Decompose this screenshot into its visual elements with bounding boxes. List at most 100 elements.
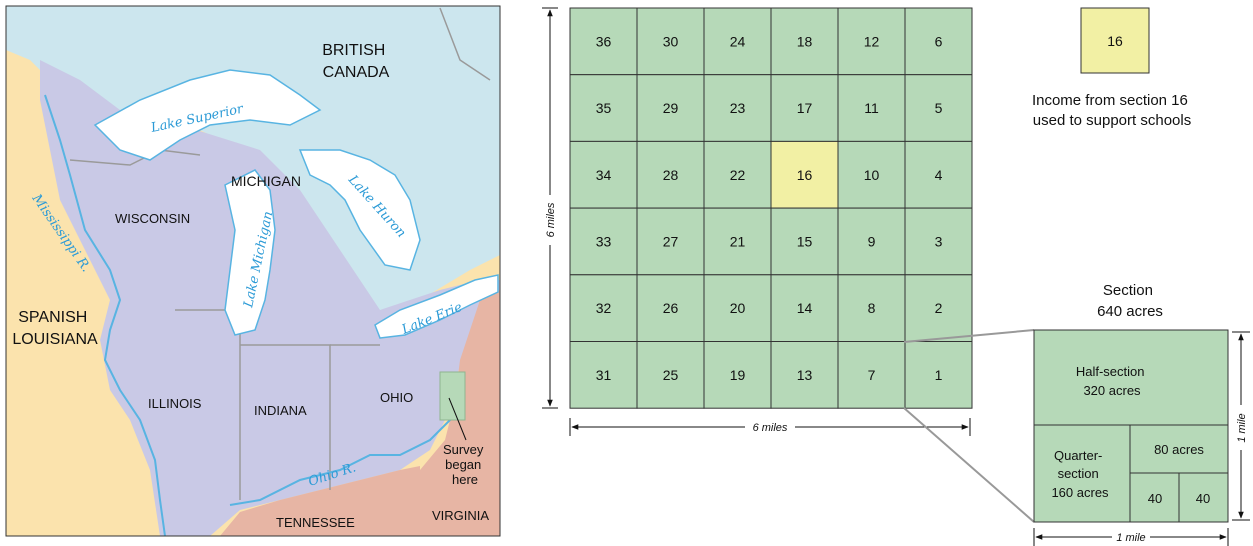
lake-huron [298,149,421,271]
section-cell-8 [837,274,906,342]
map-panel: BRITISH CANADA Lake Superior MICHIGAN La… [5,5,501,537]
legend-swatch [1080,7,1150,74]
section-detail: Section 640 acres Half-section 320 acres… [903,282,1250,546]
illinois-label: ILLINOIS [148,396,202,411]
legend-swatch-label: 16 [1107,33,1123,49]
section-number-24: 24 [730,33,746,49]
section-number-13: 13 [797,367,813,383]
virginia-region [400,290,500,536]
section-number-4: 4 [935,167,943,183]
section-number-7: 7 [868,367,876,383]
map-frame [5,5,501,537]
lake-michigan [224,169,276,336]
section-cell-6 [904,7,973,76]
grid-height-label: 6 miles [545,202,557,237]
section-number-29: 29 [663,100,679,116]
section-square [1033,329,1229,523]
survey-note: Survey began here [443,442,487,487]
section-number-3: 3 [935,233,943,249]
section-number-35: 35 [596,100,612,116]
lake-superior [93,69,322,161]
section-connector-bottom [903,407,1035,523]
section-number-34: 34 [596,167,612,183]
section-cell-36 [569,7,638,76]
indiana-label: INDIANA [254,403,307,418]
michigan-label: MICHIGAN [231,173,301,189]
spanish-louisiana-label: SPANISH LOUISIANA [12,309,98,348]
section-number-16: 16 [797,167,813,183]
lake-erie [374,274,499,339]
section-number-19: 19 [730,367,746,383]
section-cell-7 [837,341,906,409]
legend: 16 Income from section 16 used to suppor… [1032,7,1192,129]
forty-acres-label-a: 40 [1148,491,1162,506]
section-cell-9 [837,207,906,276]
section-cell-22 [703,140,772,209]
section-number-12: 12 [864,33,880,49]
section-number-10: 10 [864,167,880,183]
section-cell-20 [703,274,772,342]
survey-start-area [439,371,466,421]
ohio-river [229,379,456,506]
section-cell-19 [703,341,772,409]
section-number-31: 31 [596,367,612,383]
section-cell-5 [904,74,973,142]
section-number-5: 5 [935,100,943,116]
section-cell-12 [837,7,906,76]
section-number-6: 6 [935,33,943,49]
section-title: Section 640 acres [1097,282,1163,320]
grid-height-dimension: 6 miles [542,7,558,409]
northwest-territory-region [40,60,500,536]
ohio-label: OHIO [380,390,413,405]
section-cell-21 [703,207,772,276]
legend-caption: Income from section 16 used to support s… [1032,92,1192,129]
section-number-11: 11 [864,100,879,116]
section-number-32: 32 [596,300,612,316]
wisconsin-label: WISCONSIN [115,211,190,226]
tennessee-region [220,466,420,536]
mississippi-river [44,94,166,536]
section-number-27: 27 [663,233,679,249]
forty-acres-label-b: 40 [1196,491,1210,506]
section-number-30: 30 [663,33,679,49]
eighty-acres-label: 80 acres [1154,442,1204,457]
section-cell-31 [569,341,638,409]
tennessee-label: TENNESSEE [276,515,355,530]
section-number-36: 36 [596,33,612,49]
section-connector-top [903,329,1035,343]
section-number-15: 15 [797,233,813,249]
section-width-label: 1 mile [1116,532,1145,544]
section-cell-35 [569,74,638,142]
section-cell-16 [770,140,839,209]
section-number-23: 23 [730,100,746,116]
section-number-9: 9 [868,233,876,249]
section-cell-25 [636,341,705,409]
section-cell-3 [904,207,973,276]
section-number-1: 1 [935,367,943,383]
section-number-18: 18 [797,33,813,49]
section-number-28: 28 [663,167,679,183]
section-number-22: 22 [730,167,746,183]
quarter-section-label: Quarter- section 160 acres [1051,448,1109,500]
section-number-21: 21 [730,233,746,249]
section-number-20: 20 [730,300,746,316]
section-cell-14 [770,274,839,342]
survey-pointer [448,397,467,441]
section-cell-29 [636,74,705,142]
section-cell-18 [770,7,839,76]
grid-width-dimension: 6 miles [569,418,971,436]
section-cell-1 [904,341,973,409]
section-number-17: 17 [797,100,813,116]
section-cell-23 [703,74,772,142]
section-number-25: 25 [663,367,679,383]
grid-width-label: 6 miles [753,422,788,434]
section-number-14: 14 [797,300,813,316]
section-cell-24 [703,7,772,76]
section-cell-4 [904,140,973,209]
section-number-8: 8 [868,300,876,316]
section-cell-28 [636,140,705,209]
section-cell-15 [770,207,839,276]
section-number-33: 33 [596,233,612,249]
